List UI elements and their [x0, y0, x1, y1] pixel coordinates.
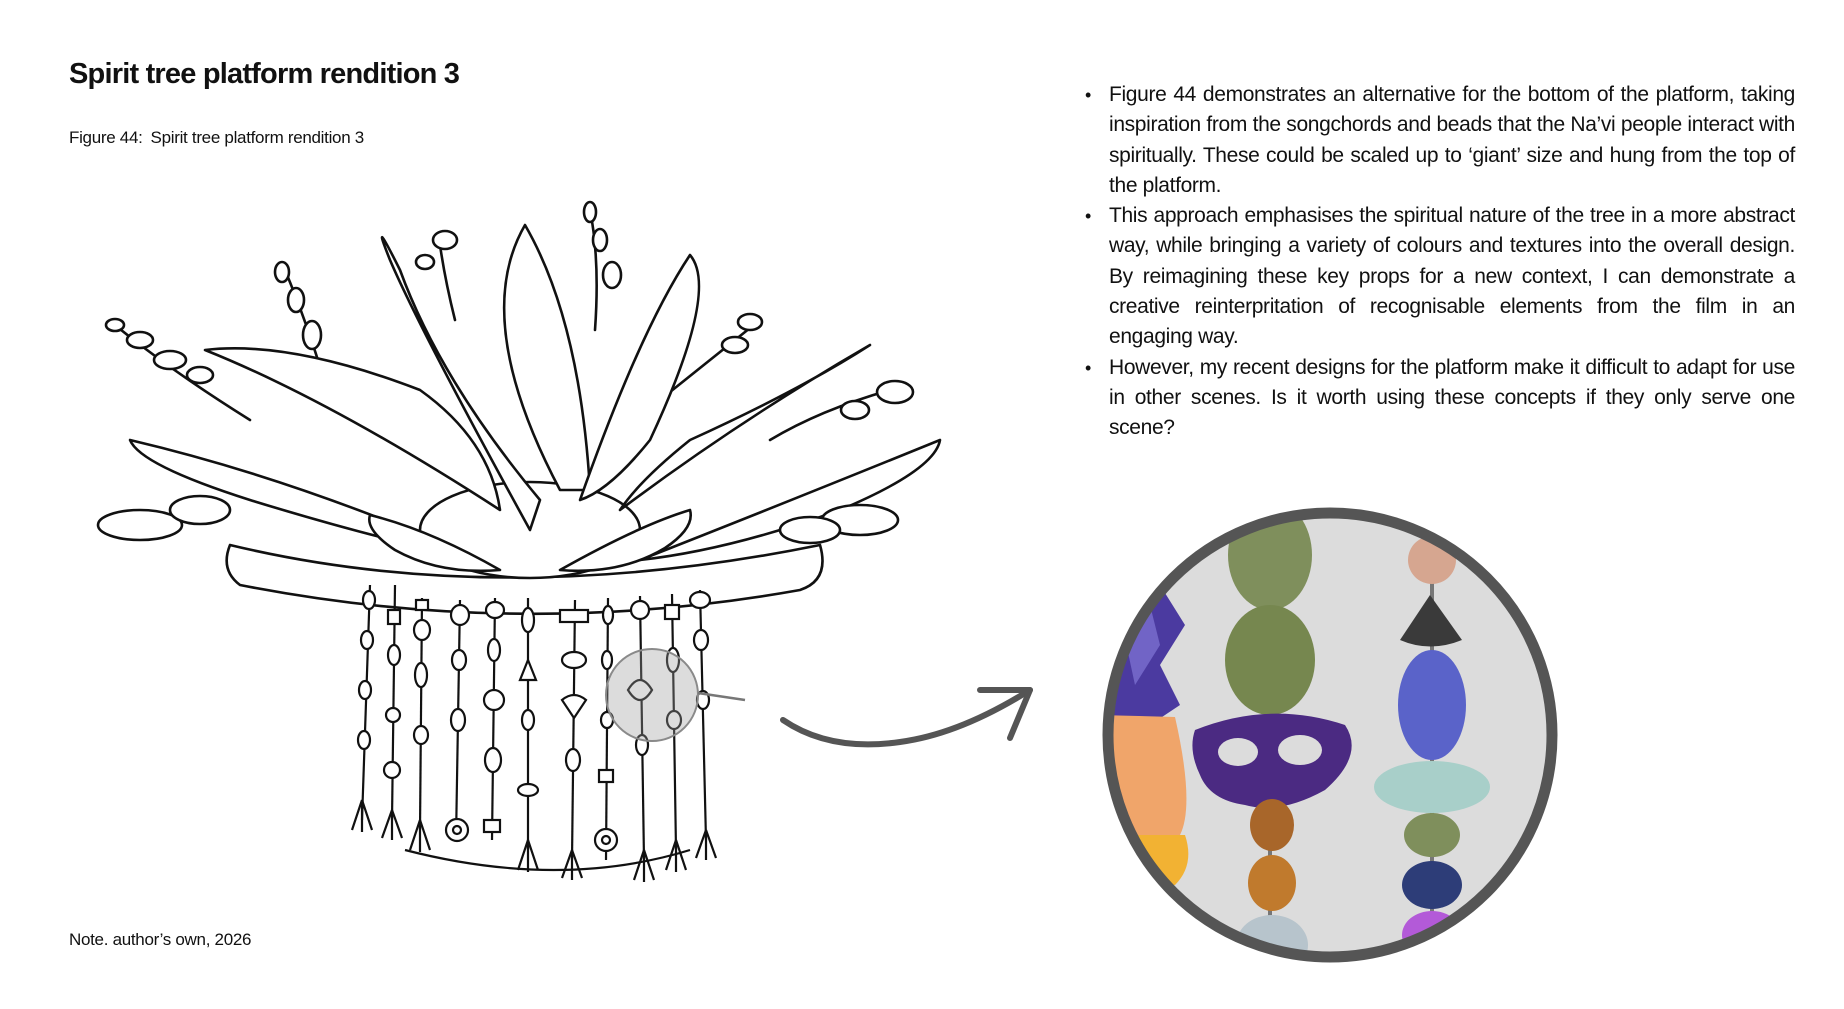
strand-2 — [380, 584, 404, 840]
rim-pod-left-2 — [168, 494, 232, 526]
arrow-head-icon — [977, 687, 1033, 741]
strand-9 — [626, 595, 656, 882]
note-label: Note. — [69, 930, 109, 949]
strand-11 — [688, 589, 718, 860]
strand-hoop — [404, 848, 691, 872]
closeup-border — [1102, 507, 1558, 963]
note-text: author’s own, 2026 — [112, 930, 252, 949]
petal-front-right — [638, 438, 942, 562]
bullet-item: Figure 44 demonstrates an alternative fo… — [1085, 80, 1795, 201]
petal-front-small-right — [558, 508, 692, 573]
figure-caption: Figure 44: Spirit tree platform rendition… — [69, 128, 364, 148]
figure-note: Note. author’s own, 2026 — [69, 930, 251, 950]
rim-pod-left — [96, 508, 184, 542]
bullet-item: This approach emphasises the spiritual n… — [1085, 201, 1795, 352]
figure-title: Spirit tree platform rendition 3 — [150, 128, 365, 147]
petal-left-mid — [203, 347, 502, 512]
petal-right-mid — [618, 343, 872, 512]
strand-4 — [444, 599, 471, 843]
bead-closeup-image — [1102, 507, 1558, 963]
magnifier-connector — [697, 691, 746, 702]
bullet-item: However, my recent designs for the platf… — [1085, 353, 1795, 444]
strand-5 — [482, 597, 506, 841]
strand-7 — [558, 599, 590, 880]
strand-1 — [350, 584, 377, 832]
bead-strands — [350, 584, 718, 882]
petal-back-center — [502, 223, 592, 492]
rim-pod-right-2 — [778, 515, 842, 545]
petal-back-left — [380, 236, 542, 532]
strand-3 — [408, 597, 432, 852]
description-bullets: Figure 44 demonstrates an alternative fo… — [1085, 80, 1795, 444]
figure-label: Figure 44: — [69, 128, 143, 147]
arrow-icon — [780, 687, 1033, 748]
strand-10 — [663, 593, 688, 872]
petal-front-small-left — [368, 513, 502, 573]
magnifier-highlight — [605, 648, 699, 742]
strand-6 — [516, 598, 540, 872]
petal-back-right — [578, 253, 701, 502]
page-title: Spirit tree platform rendition 3 — [69, 58, 460, 90]
spirit-tree-platform-illustration — [96, 200, 1033, 882]
branch-buds — [104, 200, 915, 421]
strand-8 — [593, 597, 619, 861]
branch-left — [113, 208, 892, 442]
